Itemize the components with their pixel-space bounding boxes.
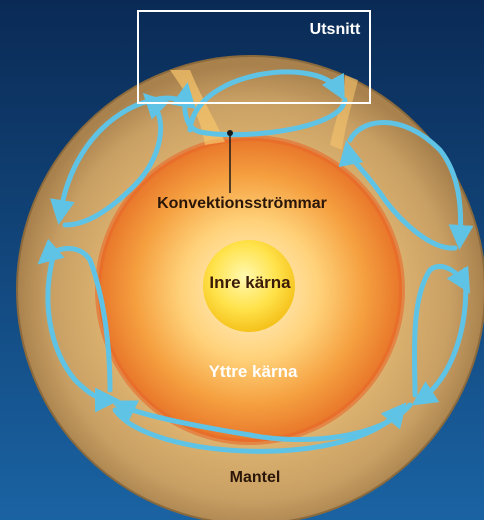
inner-core-label: Inre kärna xyxy=(209,274,290,291)
mantle-label: Mantel xyxy=(230,470,281,486)
outer-core-label: Yttre kärna xyxy=(209,363,298,380)
cutout-label: Utsnitt xyxy=(310,22,361,38)
convection-label: Konvektionsströmmar xyxy=(157,196,327,212)
convection-leader-dot xyxy=(227,130,233,136)
